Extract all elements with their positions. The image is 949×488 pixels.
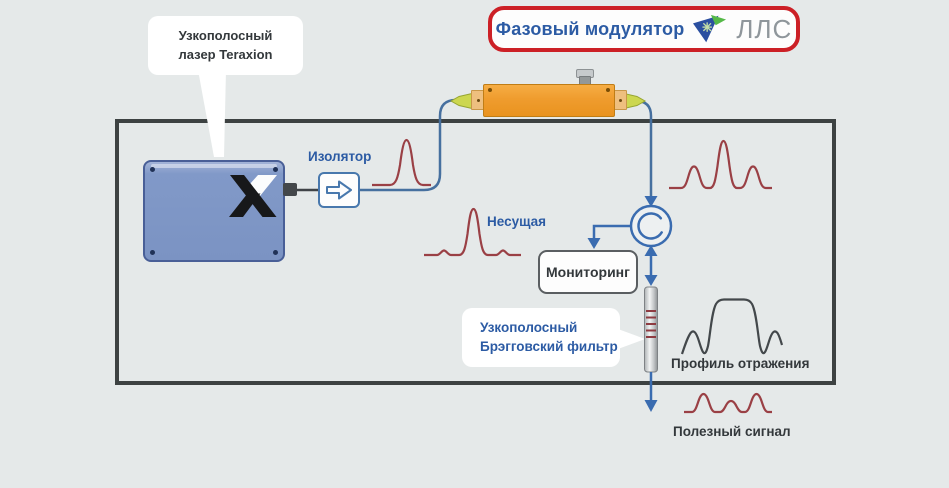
modulator-screw <box>606 88 610 92</box>
flange-screw <box>476 98 480 102</box>
laser-screw <box>150 250 155 255</box>
phase-modulator-title: Фазовый модулятор <box>495 18 685 39</box>
arrow-into-circulator <box>644 196 658 207</box>
arrow-to-monitoring-head <box>587 238 601 249</box>
lls-logo-icon <box>693 14 727 43</box>
phase-modulator-device <box>483 84 615 117</box>
laser-connector <box>283 183 297 196</box>
fiber-left <box>360 98 461 192</box>
laser-callout: Узкополосный лазер Teraxion <box>148 16 303 75</box>
laser-device <box>143 160 285 262</box>
modulator-pigtail-right <box>623 92 647 110</box>
laser-callout-line2: лазер Teraxion <box>178 46 273 62</box>
modulator-flange-right <box>613 90 627 110</box>
circulator-arrow-icon <box>637 212 663 240</box>
monitoring-label: Мониторинг <box>546 264 630 280</box>
modulated-signal-curve <box>669 139 772 190</box>
output-arrow-head <box>644 400 658 412</box>
modulator-flange-left <box>471 90 485 110</box>
arrow-to-monitoring <box>592 224 630 238</box>
useful-signal-curve <box>684 392 772 414</box>
double-arrow-head-down <box>644 275 658 286</box>
monitoring-box: Мониторинг <box>538 250 638 294</box>
isolator-box <box>318 172 360 208</box>
modulator-pigtail-left <box>449 92 473 110</box>
laser-callout-line1: Узкополосный <box>178 28 273 44</box>
isolator-label: Изолятор <box>308 149 372 164</box>
laser-screw <box>273 167 278 172</box>
laser-screw <box>150 167 155 172</box>
laser-highlight <box>151 164 277 168</box>
double-arrow-head-up <box>644 245 658 256</box>
useful-signal-label: Полезный сигнал <box>673 424 791 439</box>
reflection-profile-label: Профиль отражения <box>671 356 810 371</box>
laser-logo-x-icon <box>229 175 277 217</box>
phase-modulator-title-frame: Фазовый модулятор ЛЛС <box>488 6 800 52</box>
lls-logo-text: ЛЛС <box>736 14 793 44</box>
bragg-grating-stripes <box>646 310 656 338</box>
isolator-arrow-icon <box>326 180 352 200</box>
modulator-screw <box>488 88 492 92</box>
fiber-right <box>635 99 653 196</box>
main-box-frame <box>115 119 836 385</box>
bragg-filter-callout: Узкополосный Брэгговский фильтр <box>462 308 620 367</box>
signal-after-isolator <box>372 138 431 187</box>
laser-callout-tail <box>198 70 226 157</box>
carrier-label: Несущая <box>487 214 547 229</box>
bragg-callout-line1: Узкополосный <box>480 319 578 335</box>
flange-screw <box>618 98 622 102</box>
reflection-profile-curve <box>680 298 784 355</box>
laser-screw <box>273 250 278 255</box>
bragg-callout-line2: Брэгговский фильтр <box>480 338 618 354</box>
circulator <box>629 204 673 248</box>
carrier-signal-curve <box>424 207 521 257</box>
bragg-callout-tail <box>618 329 645 349</box>
